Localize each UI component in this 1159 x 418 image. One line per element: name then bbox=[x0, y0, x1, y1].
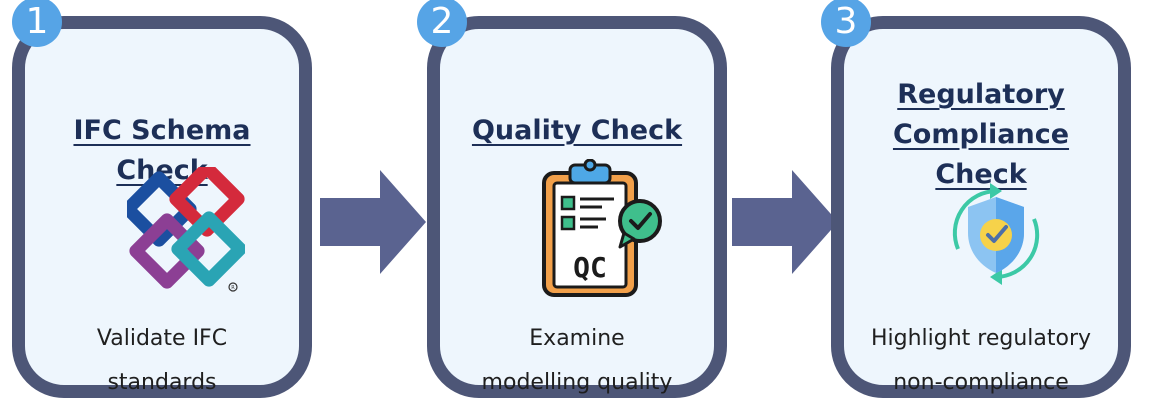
qc-clipboard-icon: QC bbox=[542, 159, 662, 297]
step-number-badge: 2 bbox=[417, 0, 467, 47]
step-title-line: Compliance Check bbox=[892, 119, 1070, 190]
step-title: Quality Check bbox=[471, 115, 683, 146]
description-line: Highlight regulatory bbox=[870, 326, 1092, 351]
svg-text:R: R bbox=[231, 285, 235, 291]
shield-check-icon bbox=[952, 183, 1040, 285]
arrow-1-to-2 bbox=[320, 170, 426, 274]
description-line: Validate IFC bbox=[96, 326, 228, 351]
ifc-logo-icon: R bbox=[127, 167, 245, 292]
arrow-2-to-3 bbox=[732, 170, 838, 274]
description-line: modelling quality bbox=[481, 370, 673, 395]
step-card-quality: Quality Check QC Examine modelling quali… bbox=[427, 16, 727, 398]
step-number-badge: 3 bbox=[821, 0, 871, 47]
description-line: non-compliance bbox=[893, 370, 1069, 395]
step-card-regulatory: Regulatory Compliance Check Highlight re… bbox=[831, 16, 1131, 398]
step-title-line: Regulatory bbox=[897, 79, 1065, 110]
step-card-ifc-schema: IFC Schema Check R Validate IFC standard… bbox=[12, 16, 312, 398]
step-number-badge: 1 bbox=[12, 0, 62, 47]
step-title: IFC Schema Check bbox=[73, 115, 251, 186]
step-description: Highlight regulatory non-compliance bbox=[844, 317, 1118, 405]
description-line: standards bbox=[107, 370, 217, 395]
step-title: Regulatory Compliance Check bbox=[844, 75, 1118, 195]
step-description: Validate IFC standards bbox=[25, 317, 299, 405]
qc-label: QC bbox=[573, 251, 607, 284]
step-description: Examine modelling quality bbox=[440, 317, 714, 405]
description-line: Examine bbox=[529, 326, 625, 351]
